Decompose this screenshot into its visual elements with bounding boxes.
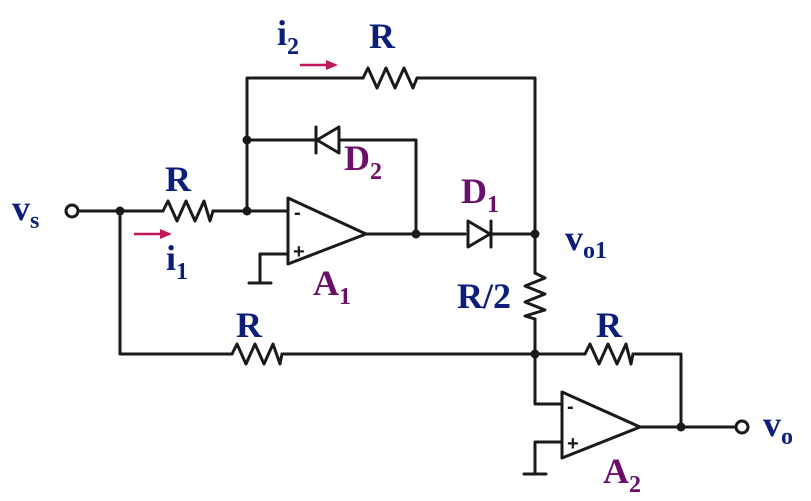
label-i1-main: i [166,238,176,278]
label-a1: A1 [313,263,351,310]
resistor-bottom [230,342,284,366]
label-vs-sub: s [30,208,39,234]
wire-vs-lower-branch [118,209,234,356]
wire-top-feedback-right [415,76,537,275]
label-i1: i1 [166,238,188,285]
junction-a1-output [411,229,421,239]
label-vs-main: v [12,188,30,228]
label-r-input: R [165,159,192,199]
label-a2: A2 [603,451,641,498]
arrow-i1 [134,229,172,239]
label-vo-sub: o [781,424,793,450]
label-i2-main: i [277,13,287,53]
wires [78,76,736,476]
label-i2-sub: 2 [287,34,299,60]
label-r-top: R [369,16,396,56]
label-vo: vo [763,404,793,450]
label-d2-main: D [344,138,370,178]
junction-a2-output [676,422,686,432]
label-i2: i2 [277,13,299,60]
label-d1-sub: 1 [487,192,499,218]
wire-d2-right [337,138,418,236]
terminal-vs [64,203,80,219]
opamp-a2 [560,390,642,460]
resistor-a2-feedback [583,342,635,366]
junctions [115,135,686,432]
label-vo-main: v [763,404,781,444]
diode-d2 [314,125,341,155]
resistor-half [523,271,547,321]
resistor-input [161,199,215,223]
junction-a2-inverting [530,349,540,359]
label-vo1-sub: o1 [583,238,607,264]
opamp-a2-plus-sign: + [567,433,579,455]
wire-rhalf-to-a2-node [533,317,564,406]
label-d2: D2 [344,138,382,185]
wire-a2-feedback-right [631,352,683,429]
junction-d2-left [242,135,252,145]
opamp-a2-minus-sign: - [567,396,574,418]
label-vs: vs [12,188,39,234]
label-vo1: vo1 [565,218,607,264]
label-a1-main: A [313,263,339,303]
label-d2-sub: 2 [370,159,382,185]
junction-a1-inverting [242,206,252,216]
label-d1: D1 [461,171,499,218]
label-r-half: R/2 [457,276,511,316]
junction-vo1 [530,229,540,239]
terminal-vo [734,419,750,435]
label-r-bottom: R [236,305,263,345]
opamp-a1-minus-sign: - [294,202,301,224]
wire-a2-plus-ground [533,440,564,476]
opamp-a1 [286,196,368,266]
wire-top-feedback-left [245,76,365,213]
label-a1-sub: 1 [339,284,351,310]
label-a2-sub: 2 [629,472,641,498]
diode-d1 [466,219,493,249]
arrow-i2 [300,60,338,70]
resistor-top [361,66,419,90]
junction-input [115,206,125,216]
wire-a1-plus-ground [258,252,290,285]
label-a2-main: A [603,451,629,491]
label-vo1-main: v [565,218,583,258]
opamp-a1-plus-sign: + [293,241,305,263]
label-r-a2-feedback: R [596,305,623,345]
label-d1-main: D [461,171,487,211]
label-i1-sub: 1 [176,259,188,285]
